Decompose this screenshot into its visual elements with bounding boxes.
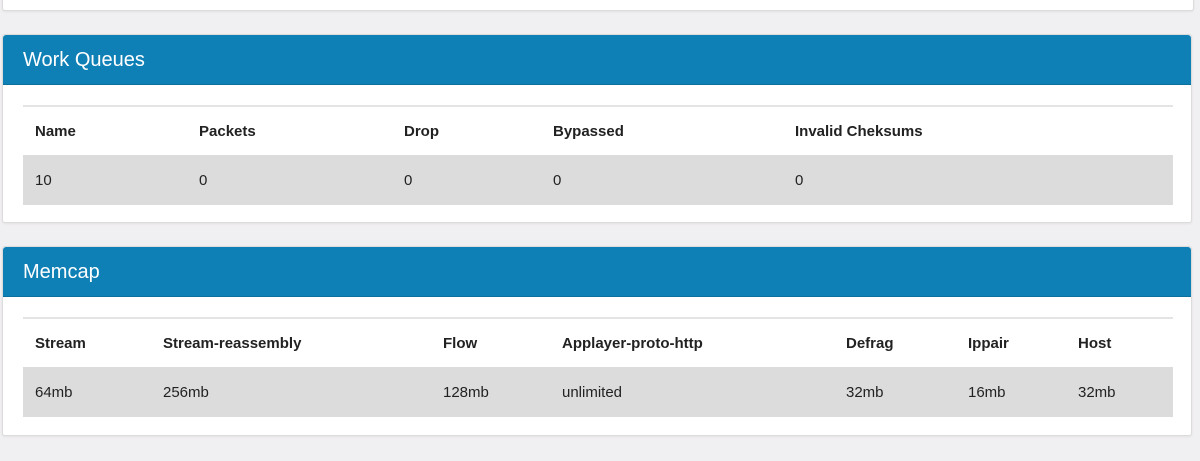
column-header-defrag: Defrag	[846, 334, 894, 352]
work-queues-table: Name Packets Drop Bypassed Invalid Cheks…	[23, 105, 1173, 205]
table-header-row: Name Packets Drop Bypassed Invalid Cheks…	[23, 106, 1173, 155]
column-header-packets: Packets	[199, 122, 256, 140]
column-header-ippair: Ippair	[968, 334, 1009, 352]
cell-host: 32mb	[1078, 383, 1116, 401]
column-header-name: Name	[35, 122, 76, 140]
column-header-flow: Flow	[443, 334, 478, 352]
work-queues-panel: Work Queues Name Packets Drop Bypassed I…	[2, 34, 1192, 223]
cell-stream: 64mb	[35, 383, 73, 401]
memcap-panel: Memcap Stream Stream-reassembly Flow App…	[2, 246, 1192, 436]
previous-panel-bottom	[2, 0, 1194, 11]
memcap-title: Memcap	[3, 247, 1191, 297]
column-header-invalid-checksums: Invalid Cheksums	[795, 122, 923, 140]
work-queues-title: Work Queues	[3, 35, 1191, 85]
cell-applayer-proto-http: unlimited	[562, 383, 623, 401]
cell-stream-reassembly: 256mb	[163, 383, 209, 401]
cell-bypassed: 0	[553, 171, 562, 189]
column-header-applayer-proto-http: Applayer-proto-http	[562, 334, 703, 352]
cell-packets: 0	[199, 171, 208, 189]
column-header-stream-reassembly: Stream-reassembly	[163, 334, 302, 352]
column-header-drop: Drop	[404, 122, 439, 140]
column-header-bypassed: Bypassed	[553, 122, 624, 140]
table-row: 64mb 256mb 128mb unlimited 32mb 16mb 32m…	[23, 367, 1173, 417]
cell-ippair: 16mb	[968, 383, 1006, 401]
cell-name: 10	[35, 171, 52, 189]
column-header-host: Host	[1078, 334, 1112, 352]
table-header-row: Stream Stream-reassembly Flow Applayer-p…	[23, 318, 1173, 367]
memcap-table: Stream Stream-reassembly Flow Applayer-p…	[23, 317, 1173, 417]
cell-drop: 0	[404, 171, 413, 189]
column-header-stream: Stream	[35, 334, 86, 352]
cell-invalid-checksums: 0	[795, 171, 804, 189]
cell-flow: 128mb	[443, 383, 489, 401]
table-row: 10 0 0 0 0	[23, 155, 1173, 205]
cell-defrag: 32mb	[846, 383, 884, 401]
